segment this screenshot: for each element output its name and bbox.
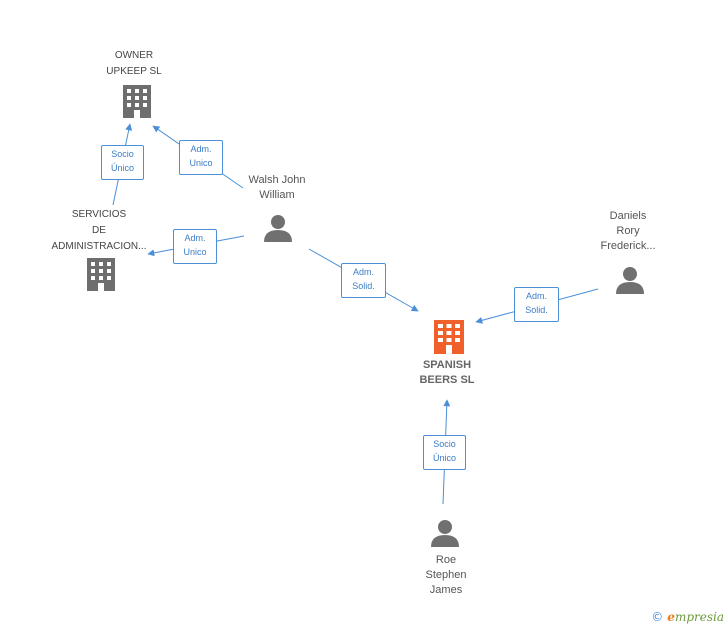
roe-label-line: Stephen bbox=[425, 569, 467, 581]
servicios-label-line: DE bbox=[92, 225, 106, 236]
edge-label-walsh-spanish[interactable]: Adm. Solid. bbox=[341, 263, 386, 298]
edge-label-line: Único bbox=[110, 163, 134, 173]
edge-label-line: Unico bbox=[183, 247, 207, 257]
edge-label-line: Socio bbox=[433, 439, 456, 449]
owner-upkeep-label-line: OWNER bbox=[114, 50, 154, 61]
servicios-label-line: ADMINISTRACION... bbox=[51, 241, 147, 252]
edge-label-line: Adm. bbox=[525, 291, 547, 301]
edge-label-line: Unico bbox=[189, 158, 213, 168]
walsh-label[interactable]: Walsh John William bbox=[232, 173, 322, 203]
edge-label-line: Adm. bbox=[190, 144, 212, 154]
daniels-label-line: Frederick... bbox=[600, 240, 656, 252]
brand-name: mpresia bbox=[674, 610, 724, 624]
spanish-beers-label[interactable]: SPANISH BEERS SL bbox=[404, 358, 490, 388]
edge-label-line: Adm. bbox=[184, 233, 206, 243]
spanish-beers-label-line: SPANISH bbox=[422, 359, 472, 371]
spanish-beers-building-icon[interactable] bbox=[434, 320, 464, 354]
daniels-label-line: Rory bbox=[616, 225, 640, 237]
edge-label-line: Socio bbox=[111, 149, 134, 159]
edge-label-roe-spanish[interactable]: Socio Único bbox=[423, 435, 466, 470]
edge-label-line: Solid. bbox=[525, 305, 548, 315]
daniels-label[interactable]: Daniels Rory Frederick... bbox=[586, 209, 670, 254]
walsh-person-icon[interactable] bbox=[264, 215, 292, 242]
owner-upkeep-building-icon[interactable] bbox=[123, 85, 151, 118]
servicios-building-icon[interactable] bbox=[87, 258, 115, 291]
daniels-label-line: Daniels bbox=[609, 210, 647, 222]
edge-label-line: Único bbox=[432, 453, 456, 463]
servicios-label[interactable]: SERVICIOS DE ADMINISTRACION... bbox=[44, 207, 154, 255]
edge-label-walsh-owner[interactable]: Adm. Unico bbox=[179, 140, 223, 175]
copyright-icon: © bbox=[651, 610, 664, 624]
roe-label-line: James bbox=[429, 584, 463, 596]
edge-label-daniels-spanish[interactable]: Adm. Solid. bbox=[514, 287, 559, 322]
edge-label-line: Solid. bbox=[352, 281, 375, 291]
edge-label-line: Adm. bbox=[352, 267, 374, 277]
owner-upkeep-label-line: UPKEEP SL bbox=[106, 66, 162, 77]
spanish-beers-label-line: BEERS SL bbox=[419, 374, 475, 386]
roe-person-icon[interactable] bbox=[431, 520, 459, 547]
edge-label-walsh-servicios[interactable]: Adm. Unico bbox=[173, 229, 217, 264]
roe-label[interactable]: Roe Stephen James bbox=[404, 553, 488, 598]
walsh-label-line: Walsh John bbox=[248, 174, 306, 186]
walsh-label-line: William bbox=[259, 189, 295, 201]
owner-upkeep-label[interactable]: OWNER UPKEEP SL bbox=[94, 48, 174, 80]
roe-label-line: Roe bbox=[435, 554, 457, 566]
servicios-label-line: SERVICIOS bbox=[71, 209, 127, 220]
brand-initial: e bbox=[667, 610, 675, 624]
empresia-brand[interactable]: ©empresia bbox=[651, 610, 724, 624]
daniels-person-icon[interactable] bbox=[616, 267, 644, 294]
edge-label-servicios-owner[interactable]: Socio Único bbox=[101, 145, 144, 180]
